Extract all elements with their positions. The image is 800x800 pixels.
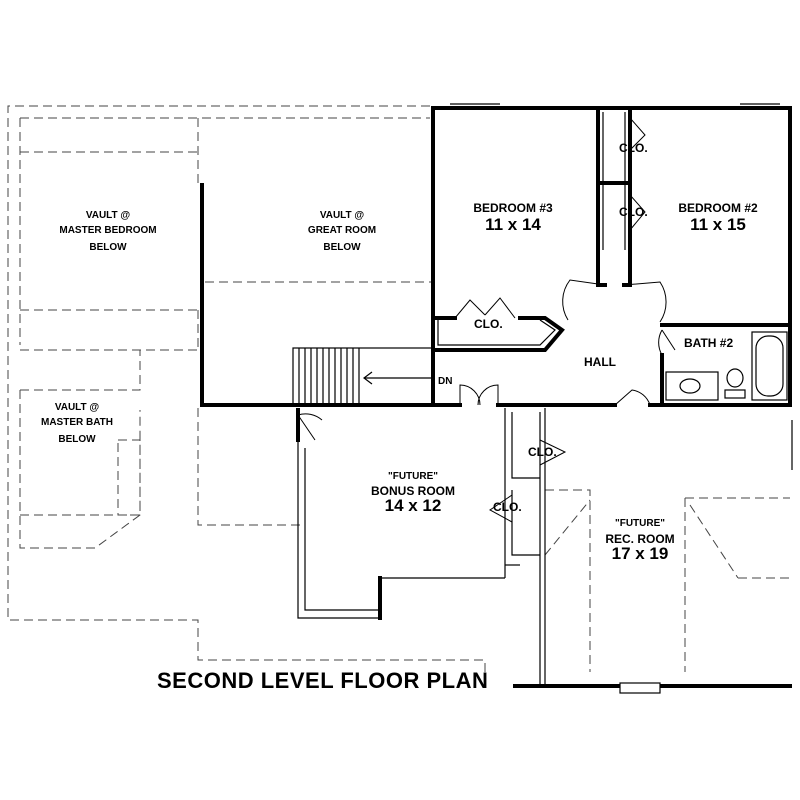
- vault-master-bedroom-label: VAULT @ MASTER BEDROOM BELOW: [59, 210, 156, 253]
- rec-room-tag: "FUTURE": [615, 518, 665, 529]
- closet-label-2: CLO.: [619, 205, 648, 219]
- vault-master-bath-label: VAULT @ MASTER BATH BELOW: [41, 402, 113, 445]
- bedroom2-size: 11 x 15: [690, 215, 746, 234]
- svg-text:GREAT ROOM: GREAT ROOM: [308, 225, 376, 236]
- svg-text:MASTER BEDROOM: MASTER BEDROOM: [59, 225, 156, 236]
- svg-text:VAULT @: VAULT @: [55, 402, 100, 413]
- doors: [297, 117, 676, 523]
- partitions: [297, 103, 793, 694]
- rec-room-size: 17 x 19: [612, 544, 669, 563]
- rec-room-name: REC. ROOM: [605, 532, 674, 546]
- bedroom2-name: BEDROOM #2: [678, 201, 758, 215]
- hall-label: HALL: [584, 355, 616, 369]
- bath2-label: BATH #2: [684, 336, 733, 350]
- bedroom3-size: 11 x 14: [485, 215, 541, 234]
- plan-title: SECOND LEVEL FLOOR PLAN: [157, 668, 488, 693]
- closet-label-5: CLO.: [493, 500, 522, 514]
- bonus-room-size: 14 x 12: [385, 496, 442, 515]
- stair-dn-label: DN: [438, 376, 452, 387]
- svg-text:BELOW: BELOW: [89, 242, 127, 253]
- bonus-room-tag: "FUTURE": [388, 471, 438, 482]
- svg-text:BELOW: BELOW: [58, 434, 96, 445]
- closet-label-1: CLO.: [619, 141, 648, 155]
- bedroom3-name: BEDROOM #3: [473, 201, 553, 215]
- svg-text:VAULT @: VAULT @: [86, 210, 131, 221]
- svg-text:VAULT @: VAULT @: [320, 210, 365, 221]
- svg-text:MASTER BATH: MASTER BATH: [41, 417, 113, 428]
- closet-label-3: CLO.: [474, 317, 503, 331]
- dashed-outlines: [7, 105, 790, 690]
- closet-label-4: CLO.: [528, 445, 557, 459]
- stairs: [292, 347, 434, 406]
- bonus-room-name: BONUS ROOM: [371, 484, 455, 498]
- bath-fixtures: [665, 331, 788, 401]
- vault-great-room-label: VAULT @ GREAT ROOM BELOW: [308, 210, 376, 253]
- svg-text:BELOW: BELOW: [323, 242, 361, 253]
